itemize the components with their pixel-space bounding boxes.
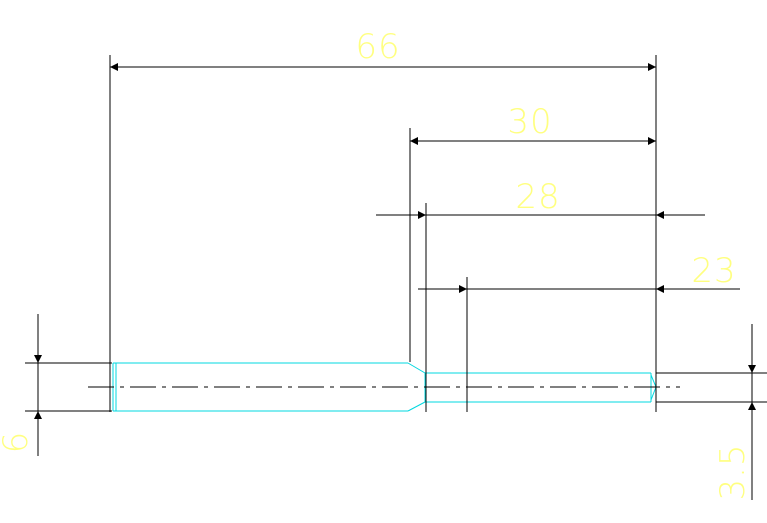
dim-label-28: 28 xyxy=(515,177,560,217)
part-right-chamfer-bottom xyxy=(650,386,657,401)
dim-label-23: 23 xyxy=(691,251,736,291)
shaft-part xyxy=(112,362,657,412)
dim-label-30: 30 xyxy=(507,102,552,142)
dim-label-66: 66 xyxy=(355,27,400,67)
part-taper-bottom xyxy=(407,401,426,412)
dimension-labels: 66 30 28 23 6 3.5 xyxy=(0,27,753,501)
part-right-chamfer-top xyxy=(650,374,657,388)
part-taper-top xyxy=(407,362,426,374)
extension-lines xyxy=(25,55,767,412)
dim-label-d6: 6 xyxy=(0,431,36,454)
dimension-lines xyxy=(34,63,756,500)
dim-label-d3-5: 3.5 xyxy=(713,443,753,500)
